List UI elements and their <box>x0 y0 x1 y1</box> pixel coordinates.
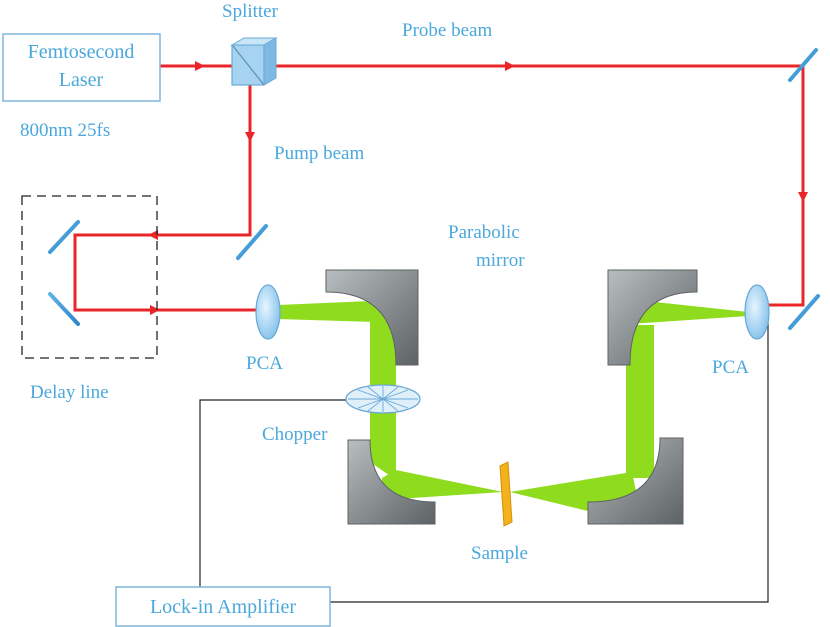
probe-beam-line <box>160 64 805 307</box>
parabolic-mirror-icon <box>587 437 684 525</box>
parabolic-mirror-icon <box>325 269 419 366</box>
pca-right-label: PCA <box>712 357 749 378</box>
direction-arrow-icon <box>798 192 808 202</box>
parabolic-mirror-icon <box>347 439 436 525</box>
thz-beam-segment-mirror-to-pca <box>630 302 748 324</box>
pca-left-label: PCA <box>246 353 283 374</box>
lockin-wires <box>199 318 769 603</box>
parabolic-label-line2: mirror <box>476 250 525 271</box>
parabolic-label-line1: Parabolic <box>448 222 520 243</box>
beam-splitter-icon <box>230 37 278 86</box>
direction-arrow-icon <box>150 305 160 315</box>
direction-arrow-icon <box>245 132 255 142</box>
thz-beam-segment-to-sample <box>382 470 503 500</box>
femtosecond-laser-box: Femtosecond Laser <box>2 33 161 102</box>
laser-label-line1: Femtosecond <box>28 41 135 63</box>
flat-mirror-icon <box>788 48 818 82</box>
sample-label: Sample <box>471 543 528 564</box>
chopper-wheel-icon <box>345 384 421 414</box>
pca-wire <box>330 318 769 603</box>
pca-lens-icon <box>255 284 281 340</box>
chopper-label: Chopper <box>262 424 328 445</box>
laser-label-line2: Laser <box>59 69 104 91</box>
thz-beam-segment-pca-to-mirror <box>278 300 395 322</box>
sample-plate-icon <box>499 461 513 527</box>
parabolic-mirrors <box>325 269 698 525</box>
chopper-wire <box>199 399 352 588</box>
flat-mirror-icon <box>48 220 80 254</box>
flat-mirror-icon <box>48 292 80 326</box>
flat-mirror-icon <box>236 224 268 260</box>
direction-arrow-icon <box>195 61 205 71</box>
pump-beam-line <box>73 66 262 312</box>
flat-mirror-icon <box>788 294 820 330</box>
pca-lens-icon <box>744 284 770 340</box>
beam-arrows <box>148 61 808 315</box>
thz-beam-segment-vertical-right <box>626 325 654 478</box>
lockin-label: Lock-in Amplifier <box>150 596 296 618</box>
splitter-label: Splitter <box>222 1 279 22</box>
delay-line-box <box>21 195 158 359</box>
parabolic-mirror-icon <box>607 269 698 366</box>
lockin-amplifier-box: Lock-in Amplifier <box>115 586 331 627</box>
probe-beam-label: Probe beam <box>402 20 492 41</box>
pump-beam-label: Pump beam <box>274 143 364 164</box>
laser-beam-path <box>73 64 805 312</box>
flat-mirrors <box>48 48 820 330</box>
direction-arrow-icon <box>148 230 158 240</box>
delay-line-label: Delay line <box>30 382 109 403</box>
laser-spec-label: 800nm 25fs <box>20 120 110 141</box>
direction-arrow-icon <box>505 61 515 71</box>
